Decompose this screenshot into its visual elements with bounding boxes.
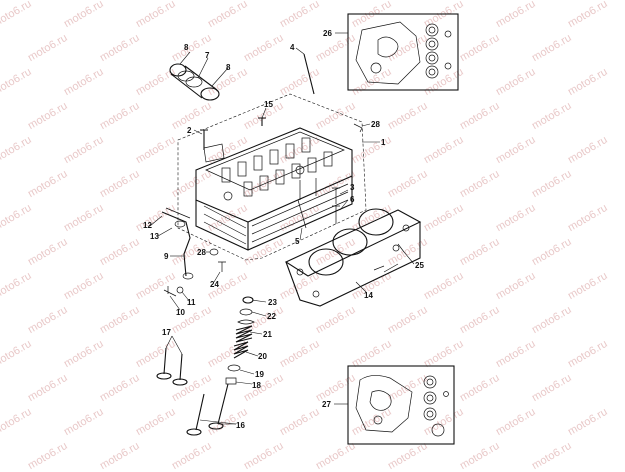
washer-11 [176,286,184,294]
callout-7: 7 [205,51,210,60]
callout-4: 4 [290,43,295,52]
intake-joint [169,63,220,101]
callout-17: 17 [162,328,171,337]
callout-14: 14 [364,291,373,300]
gasket-kit-top-box [335,13,459,91]
callout-3: 3 [350,183,355,192]
callout-21: 21 [263,330,272,339]
head-gasket [284,208,422,307]
assembly-boundary [177,93,367,261]
bolt-10 [163,286,177,297]
bolt-24 [218,261,226,272]
bolt-2 [200,129,208,150]
callout-5: 5 [295,237,300,246]
callout-26: 26 [323,29,332,38]
callout-13: 13 [150,232,159,241]
bolt-6 [332,205,340,224]
dowel-28-top [353,123,363,133]
callout-28-lower: 28 [197,248,206,257]
cap-28-lower [209,248,219,256]
callout-20: 20 [258,352,267,361]
callout-11: 11 [187,298,196,307]
bolt-25a [373,265,385,271]
callout-8-upper: 8 [184,43,189,52]
callout-6: 6 [350,195,355,204]
callout-10: 10 [176,308,185,317]
callout-1: 1 [381,138,386,147]
callout-23: 23 [268,298,277,307]
callout-18: 18 [252,381,261,390]
stud-bolt [303,53,315,95]
callout-16: 16 [236,421,245,430]
oil-pipe [161,207,194,280]
camshaft-bearing-row [221,137,333,197]
callout-28-top: 28 [371,120,380,129]
callout-24: 24 [210,280,219,289]
callout-8-lower: 8 [226,63,231,72]
callout-27: 27 [322,400,331,409]
callout-2: 2 [187,126,192,135]
cap-15 [258,117,266,126]
bolt-3 [332,187,340,204]
callout-labels: 1 2 3 4 5 6 7 8 8 9 10 11 12 13 14 15 16… [143,29,424,430]
valve-train [156,296,255,436]
callout-25: 25 [415,261,424,270]
bolt-25b [397,243,405,253]
callout-12: 12 [143,221,152,230]
leader-lines [149,47,415,425]
callout-19: 19 [255,370,264,379]
cylinder-head [195,127,353,251]
callout-15: 15 [264,100,273,109]
gasket-kit-bottom-box [334,365,455,445]
callout-22: 22 [267,312,276,321]
callout-9: 9 [164,252,169,261]
stud-5 [297,199,307,229]
